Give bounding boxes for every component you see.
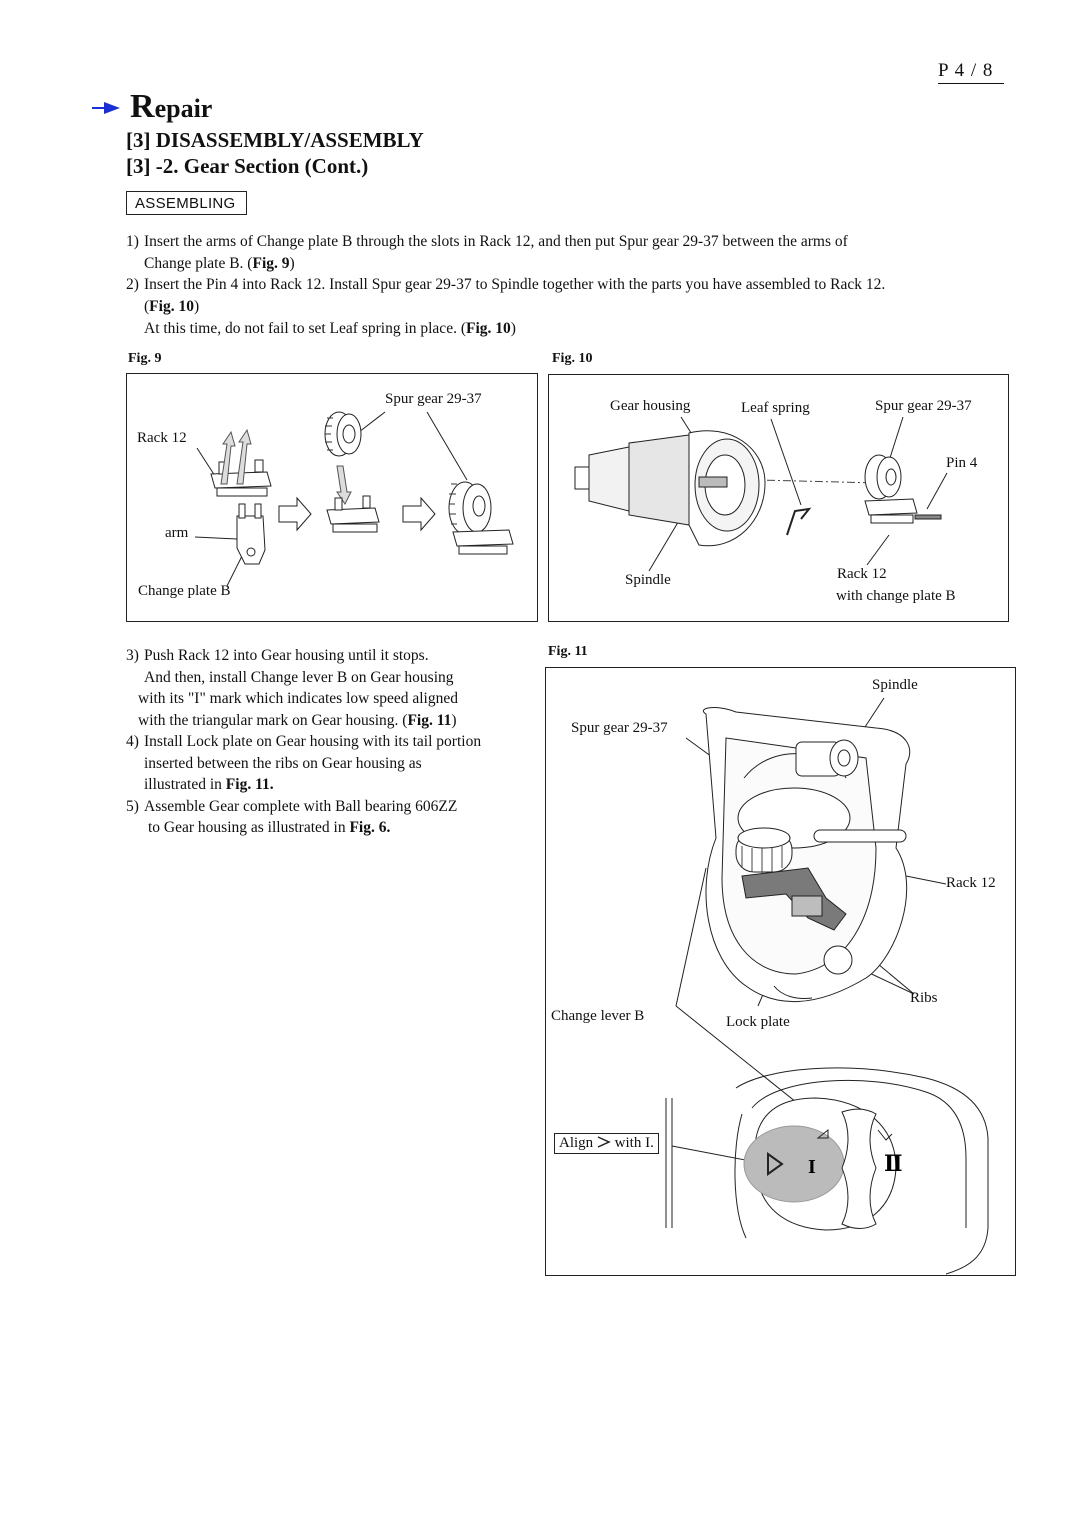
fig10-pin-label: Pin 4 bbox=[946, 455, 978, 471]
fig11-rack-label: Rack 12 bbox=[946, 875, 996, 891]
page-number: P 4 / 8 bbox=[938, 60, 1004, 84]
step-2: 2) Insert the Pin 4 into Rack 12. Instal… bbox=[126, 274, 1036, 317]
fig11-spindle-label: Spindle bbox=[872, 677, 918, 693]
fig9-change-plate-label: Change plate B bbox=[138, 583, 231, 599]
step-4: 4) Install Lock plate on Gear housing wi… bbox=[126, 733, 482, 793]
gear-housing bbox=[574, 430, 766, 547]
heading-disassembly: [3] DISASSEMBLY/ASSEMBLY bbox=[126, 128, 424, 152]
triangle-mark bbox=[767, 1152, 784, 1176]
leaf-spring bbox=[786, 507, 812, 536]
spur-gear bbox=[735, 827, 793, 874]
fig9-arm-label: arm bbox=[165, 525, 189, 541]
rack-with-gear bbox=[864, 454, 942, 524]
fig-ref: Fig. 9 bbox=[252, 254, 290, 272]
fig-ref: Fig. 6. bbox=[349, 819, 391, 836]
note-leaf-spring: At this time, do not fail to set Leaf sp… bbox=[144, 320, 516, 337]
steps-3-to-5: 3) Push Rack 12 into Gear housing until … bbox=[126, 645, 546, 839]
step-1: 1) Insert the arms of Change plate B thr… bbox=[126, 231, 1026, 274]
fig10-gear-housing-label: Gear housing bbox=[610, 398, 691, 414]
speed-mark-II: Ⅱ bbox=[884, 1151, 903, 1176]
gear-housing-top bbox=[703, 707, 911, 1002]
speed-mark-I: Ι bbox=[808, 1156, 816, 1178]
fig9-illustration bbox=[194, 411, 514, 587]
fig9-rack-label: Rack 12 bbox=[137, 430, 187, 446]
assembling-badge: ASSEMBLING bbox=[126, 191, 247, 215]
fig11-label: Fig. 11 bbox=[548, 644, 588, 659]
fig11-illustration: Ι Ⅱ bbox=[665, 697, 989, 1275]
step-text: Insert the arms of Change plate B throug… bbox=[144, 233, 848, 250]
step-number: 2) bbox=[126, 276, 139, 293]
fig-ref: Fig. 11. bbox=[225, 776, 274, 793]
fig9-panel: Spur gear 29-37 Rack 12 arm Change plate… bbox=[126, 373, 538, 622]
fig11-panel: Ι Ⅱ Spindle Spur gear 29-37 Rack 12 Ribs… bbox=[545, 667, 1016, 1276]
change-plate bbox=[236, 503, 266, 565]
heading-gear-section: [3] -2. Gear Section (Cont.) bbox=[126, 154, 369, 178]
rib-boss bbox=[823, 945, 853, 975]
step-number: 1) bbox=[126, 233, 139, 250]
fig10-rack-label: Rack 12 bbox=[837, 566, 887, 582]
title-rest: epair bbox=[154, 94, 213, 123]
rotation-arrow-icon bbox=[816, 1128, 829, 1139]
fig11-align-callout: Align with I. bbox=[554, 1133, 659, 1154]
change-lever-dial bbox=[841, 1108, 877, 1229]
arrow-right-icon bbox=[92, 102, 120, 114]
fig10-panel: Gear housing Leaf spring Spur gear 29-37… bbox=[548, 374, 1009, 622]
fig11-ribs-label: Ribs bbox=[910, 990, 938, 1006]
fig9-label: Fig. 9 bbox=[128, 351, 162, 366]
fig-ref: Fig. 11 bbox=[407, 711, 452, 729]
fig11-spur-gear-label: Spur gear 29-37 bbox=[571, 720, 668, 736]
step-5: 5) Assemble Gear complete with Ball bear… bbox=[126, 797, 458, 837]
up-arrow-icon bbox=[220, 428, 252, 485]
fig10-spur-gear-label: Spur gear 29-37 bbox=[875, 398, 972, 414]
triangle-right-icon bbox=[597, 1136, 611, 1148]
right-arrow-icon bbox=[278, 496, 436, 532]
fig10-label: Fig. 10 bbox=[552, 351, 593, 366]
assembled-rack bbox=[448, 481, 514, 555]
spur-gear bbox=[324, 411, 362, 457]
fig10-rack-with-label: with change plate B bbox=[836, 588, 956, 604]
fig9-spur-gear-label: Spur gear 29-37 bbox=[385, 391, 482, 407]
title-initial: R bbox=[130, 88, 155, 125]
fig10-spindle-label: Spindle bbox=[625, 572, 671, 588]
fig10-illustration bbox=[574, 416, 948, 572]
fig10-leaf-spring-label: Leaf spring bbox=[741, 400, 810, 416]
fig-ref: Fig. 10 bbox=[149, 297, 194, 315]
rack-part bbox=[791, 895, 823, 917]
step-3: 3) Push Rack 12 into Gear housing until … bbox=[126, 647, 458, 729]
fig-ref: Fig. 10 bbox=[465, 320, 511, 337]
rotation-arrow-icon bbox=[877, 1129, 893, 1141]
fig11-change-lever-label: Change lever B bbox=[551, 1008, 645, 1024]
fig11-lock-plate-label: Lock plate bbox=[726, 1014, 790, 1030]
alignment-highlight bbox=[743, 1125, 845, 1203]
step-text: Insert the Pin 4 into Rack 12. Install S… bbox=[144, 276, 886, 293]
rack-part bbox=[326, 495, 380, 533]
